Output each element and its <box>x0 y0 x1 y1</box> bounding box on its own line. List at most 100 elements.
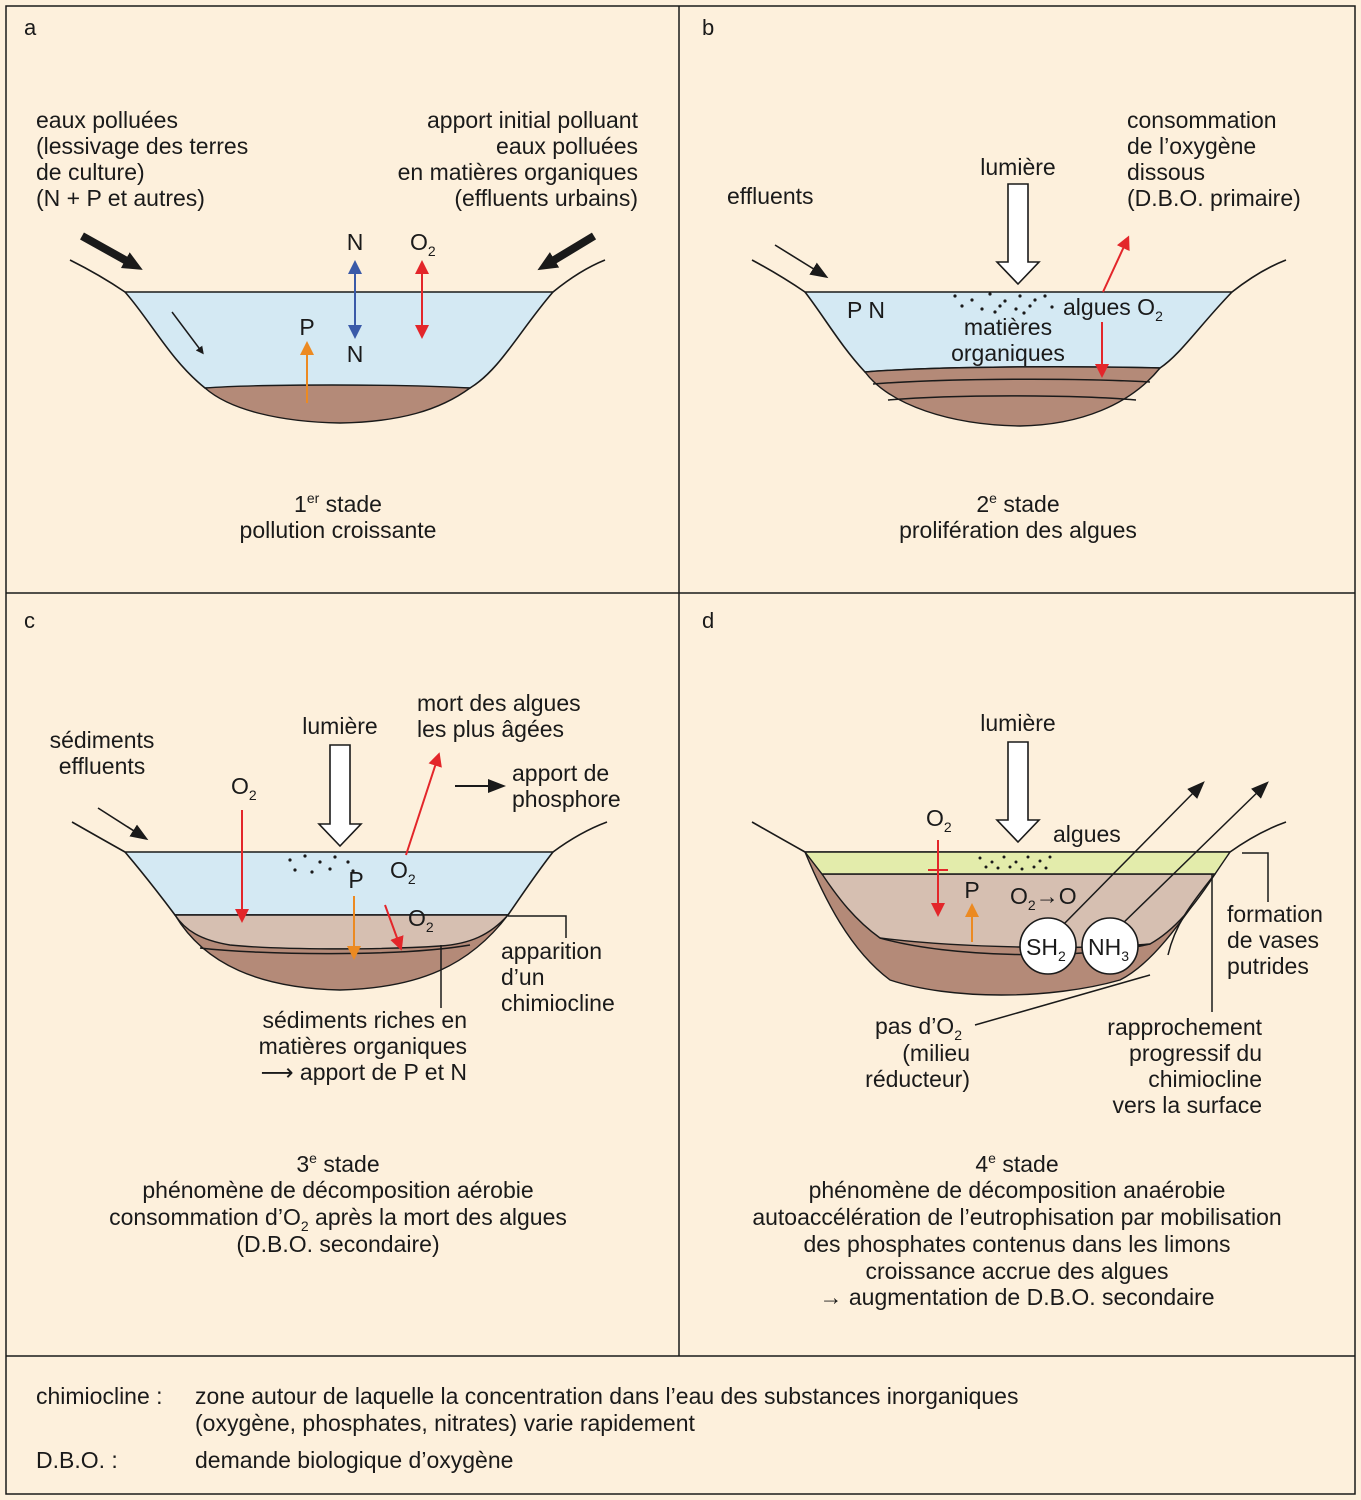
panel-d-formation-callout <box>1242 852 1269 902</box>
panel-c-apparition-3: chimiocline <box>501 990 615 1016</box>
panel-b-matieres-1: matières <box>964 314 1052 340</box>
legend-def-chimiocline-1: zone autour de laquelle la concentration… <box>195 1383 1018 1409</box>
panel-a-left-label-1: eaux polluées <box>36 107 178 133</box>
panel-c-left-bank <box>71 821 126 853</box>
panel-c-sediment-light <box>173 914 510 950</box>
panel-letter-d: d <box>702 608 714 633</box>
panel-a-left-label-4: (N + P et autres) <box>36 185 205 211</box>
panel-letter-b: b <box>702 15 714 40</box>
panel-a-stage-desc: pollution croissante <box>240 517 437 543</box>
panel-d-pas-do2-callout <box>974 974 1151 1026</box>
panel-c-o2-diagonal-arrow <box>384 904 404 951</box>
panel-c-water <box>123 851 555 916</box>
panel-d-formation-1: formation <box>1227 901 1323 927</box>
panel-d-p-label: P <box>964 877 979 903</box>
panel-c-effluent-arrow <box>97 807 149 841</box>
panel-b-o2-up-arrow <box>1102 235 1130 293</box>
panel-a-right-inflow-arrow <box>537 232 597 271</box>
panel-letter-a: a <box>24 15 37 40</box>
panel-d-light-arrow <box>995 741 1041 844</box>
panel-b-algae-dots <box>953 292 1054 315</box>
panel-c-p-label: P <box>348 867 363 893</box>
panel-a-left-inflow-arrow <box>80 232 143 270</box>
panel-d-nh3-rise-arrow <box>1117 781 1269 929</box>
panel-c-o2-up-arrow <box>405 752 442 856</box>
panel-c-o2-b-label: O2 <box>390 857 416 887</box>
outer-frame <box>5 5 1356 1495</box>
panel-d-rapprochement-3: chimiocline <box>1148 1066 1262 1092</box>
panel-c-desc-3: (D.B.O. secondaire) <box>236 1231 439 1257</box>
panel-d-rapprochement-4: vers la surface <box>1112 1092 1262 1118</box>
panel-a-left-label-3: de culture) <box>36 159 145 185</box>
legend-def-dbo: demande biologique d’oxygène <box>195 1447 513 1473</box>
panel-d-lumiere-label: lumière <box>980 710 1055 736</box>
panel-c-lumiere-label: lumière <box>302 713 377 739</box>
panel-c-left-label-1: sédiments <box>50 727 155 753</box>
legend: chimiocline : zone autour de laquelle la… <box>36 1383 1018 1473</box>
panel-a-n-top: N <box>347 229 364 255</box>
panel-b-pn-label: P N <box>847 297 885 323</box>
panel-b-effluent-arrow <box>774 244 829 279</box>
panel-a-water <box>123 291 555 392</box>
panel-d-o2-label: O2 <box>926 805 952 835</box>
panel-d-rapprochement-1: rapprochement <box>1107 1014 1262 1040</box>
panel-d-sediment-layer-2 <box>1167 873 1216 956</box>
panel-c-apport-2: phosphore <box>512 786 621 812</box>
legend-def-chimiocline-2: (oxygène, phosphates, nitrates) varie ra… <box>195 1410 696 1436</box>
panel-c-light-arrow <box>317 744 363 848</box>
panel-a-stage-title: 1er stade <box>294 490 382 517</box>
panel-a-right-label-4: (effluents urbains) <box>454 185 638 211</box>
panel-c-apport-1: apport de <box>512 760 609 786</box>
panel-a-right-label-1: apport initial polluant <box>427 107 639 133</box>
panel-c-sediments-1: sédiments riches en <box>262 1007 467 1033</box>
panel-b-sediment-layer-1 <box>872 378 1151 385</box>
panel-b-light-arrow <box>995 183 1041 286</box>
panel-c-sediments-3: ⟶ apport de P et N <box>261 1059 467 1085</box>
panel-letter-c: c <box>24 608 35 633</box>
panel-d-desc-2: autoaccélération de l’eutrophisation par… <box>752 1204 1281 1230</box>
panel-d-algae-dots <box>978 855 1052 871</box>
panel-a-right-label-3: en matières organiques <box>398 159 638 185</box>
panel-b-effluents-label: effluents <box>727 183 814 209</box>
panel-c-desc-2: consommation d’O2 après la mort des algu… <box>109 1204 567 1234</box>
panel-b-sediment-layer-2 <box>887 395 1137 401</box>
panel-c-mort-1: mort des algues <box>417 690 581 716</box>
panel-b-matieres-2: organiques <box>951 340 1065 366</box>
panel-d-formation-3: putrides <box>1227 953 1309 979</box>
panel-c-right-bank <box>552 821 608 853</box>
legend-term-chimiocline: chimiocline : <box>36 1383 163 1409</box>
panel-b-stage-desc: prolifération des algues <box>899 517 1137 543</box>
panel-a-sediment <box>203 384 472 424</box>
panel-a-runoff-arrow <box>171 311 204 355</box>
panel-d-sh2-bubble <box>1019 917 1077 975</box>
panel-d-rapprochement-2: progressif du <box>1129 1040 1262 1066</box>
panel-d-desc-4: croissance accrue des algues <box>866 1258 1169 1284</box>
panel-d-pas-do2: pas d’O2 <box>875 1013 962 1043</box>
panel-b-right-bank <box>1231 259 1287 293</box>
panel-c-algae-dots <box>288 854 355 874</box>
panel-c-mort-2: les plus âgées <box>417 716 564 742</box>
panel-c-sediment-layer <box>199 944 471 955</box>
panel-d-algae-layer <box>803 851 1232 875</box>
panel-d-milieu-2: réducteur) <box>865 1066 970 1092</box>
panel-a-n-bottom: N <box>347 341 364 367</box>
panel-b-right-label-2: de l’oxygène <box>1127 133 1256 159</box>
panel-d-desc-1: phénomène de décomposition anaérobie <box>809 1177 1226 1203</box>
panel-d-stage-title: 4e stade <box>975 1150 1058 1177</box>
panel-a-right-label-2: eaux polluées <box>496 133 638 159</box>
panel-a: a eaux polluées (lessivage des terres de… <box>24 15 639 543</box>
panel-b-algues-label: algues O2 <box>1063 294 1163 324</box>
panel-b-stage-title: 2e stade <box>976 490 1059 517</box>
panel-c: c sédiments effluents lumière mort des a… <box>24 608 621 1257</box>
panel-d-milieu-1: (milieu <box>902 1040 970 1066</box>
panel-c-desc-1: phénomène de décomposition aérobie <box>142 1177 533 1203</box>
panel-c-chimiocline-callout <box>508 915 567 938</box>
panel-c-o2-c-label: O2 <box>408 905 434 935</box>
panel-c-stage-title: 3e stade <box>296 1150 379 1177</box>
panel-d-nh3-label: NH3 <box>1088 934 1129 964</box>
panel-d-sh2-label: SH2 <box>1026 934 1066 964</box>
panel-d: d lumière algues O2 P O2→O <box>702 608 1323 1310</box>
panel-c-left-label-2: effluents <box>59 753 146 779</box>
panel-d-left-bank <box>751 821 806 853</box>
